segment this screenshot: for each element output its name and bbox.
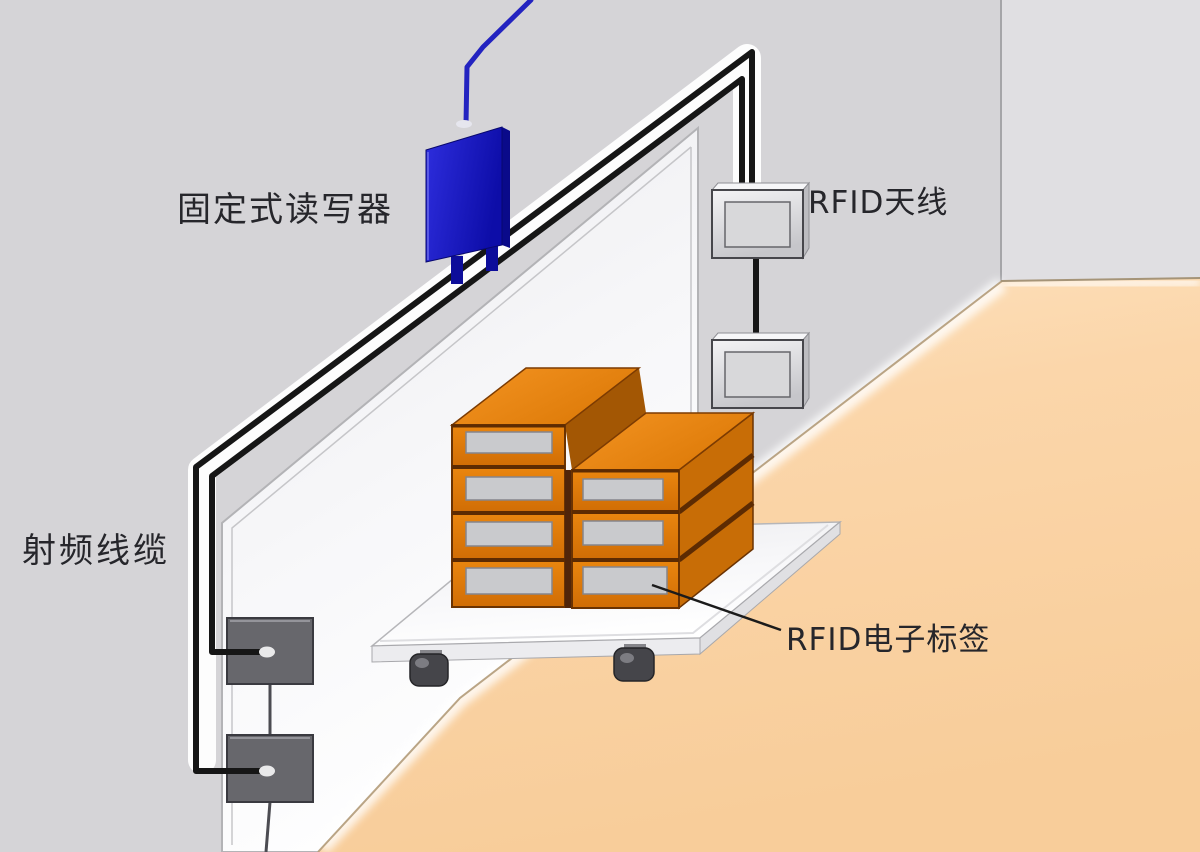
rfid-tag-label bbox=[465, 431, 553, 454]
floor-boundary-line bbox=[317, 280, 1003, 852]
label-fixed-reader: 固定式读写器 bbox=[177, 190, 393, 230]
stack-band bbox=[677, 501, 755, 562]
rfid-tag-label bbox=[582, 520, 664, 546]
fixed-reader bbox=[425, 0, 534, 284]
rfid-tag-label bbox=[465, 521, 553, 547]
near-antenna-tail-cable bbox=[264, 801, 272, 852]
label-rfid-antenna: RFID天线 bbox=[808, 185, 948, 221]
cart-wheel-2 bbox=[613, 644, 655, 682]
tag-leader-line bbox=[651, 583, 782, 632]
cable-connector-bottom bbox=[259, 765, 275, 777]
cable-connector-top bbox=[259, 646, 275, 658]
rf-cables bbox=[193, 49, 759, 777]
reader-power-cable bbox=[463, 0, 534, 127]
right-wall bbox=[1001, 0, 1200, 281]
stack-band bbox=[677, 453, 755, 514]
cable-tray bbox=[188, 44, 761, 774]
label-rf-cable: 射频线缆 bbox=[22, 531, 170, 571]
cart-wheel-1 bbox=[409, 650, 449, 687]
reader-side-face bbox=[502, 127, 510, 248]
label-rfid-tag: RFID电子标签 bbox=[786, 622, 990, 658]
platform-bevel bbox=[379, 524, 829, 642]
left-stack-side-sliver bbox=[565, 368, 646, 470]
rf-cable-inner bbox=[209, 76, 745, 655]
reader-port-2 bbox=[486, 245, 498, 271]
gate-antenna-1 bbox=[711, 182, 810, 259]
baseboard-glow bbox=[1003, 277, 1200, 290]
carton-stack-right bbox=[565, 411, 756, 610]
stack-gap-shadow bbox=[565, 470, 572, 608]
reader-front-face bbox=[425, 126, 503, 263]
right-wall-base-line bbox=[1000, 277, 1200, 282]
reader-port-1 bbox=[451, 256, 463, 284]
gate-antenna-2 bbox=[711, 332, 810, 409]
rfid-tag-label bbox=[465, 476, 553, 501]
rf-cable-outer bbox=[193, 49, 755, 774]
reader-cable-gland bbox=[456, 120, 472, 128]
rfid-tag-label bbox=[582, 478, 664, 501]
platform-right-face bbox=[699, 520, 841, 656]
rfid-tag-label bbox=[465, 567, 553, 595]
rfid-tag-label bbox=[582, 566, 668, 595]
